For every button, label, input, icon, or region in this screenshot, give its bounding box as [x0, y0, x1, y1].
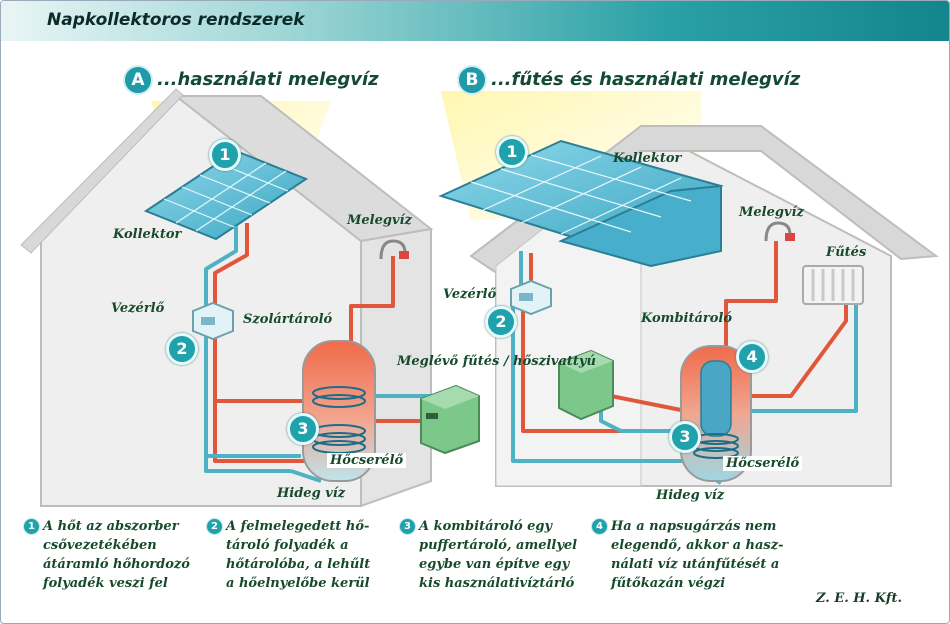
- marker-1-a: 1: [209, 139, 241, 171]
- title-bar: Napkollektoros rendszerek: [1, 1, 949, 41]
- label-cold-water-b: Hideg víz: [656, 488, 725, 503]
- label-controller-b: Vezérlő: [443, 287, 497, 302]
- section-a-title: ...használati melegvíz: [157, 69, 379, 90]
- section-a-badge: A: [123, 65, 153, 95]
- label-heat-exchanger-b: Hőcserélő: [723, 456, 803, 471]
- marker-2-a: 2: [166, 333, 198, 365]
- heater-unit-b: [558, 349, 614, 421]
- label-existing-heating: Meglévő fűtés / hőszivattyú: [397, 354, 596, 369]
- marker-4-b: 4: [736, 341, 768, 373]
- section-b-badge: B: [457, 65, 487, 95]
- faucet-a-icon: [379, 239, 409, 260]
- section-b-title: ...fűtés és használati melegvíz: [491, 69, 801, 90]
- note-1-text: A hőt az abszorber csővezetékében átáram…: [43, 519, 190, 591]
- label-combi-tank: Kombitároló: [641, 311, 733, 326]
- controller-a-icon: [192, 301, 234, 341]
- label-heat-exchanger-a: Hőcserélő: [327, 453, 407, 468]
- marker-3-b: 3: [669, 421, 701, 453]
- label-collector-a: Kollektor: [113, 227, 182, 242]
- section-b-heading: B...fűtés és használati melegvíz: [457, 65, 800, 95]
- marker-3-a: 3: [287, 413, 319, 445]
- faucet-b-icon: [764, 221, 795, 242]
- marker-1-b: 1: [496, 136, 528, 168]
- marker-2-b: 2: [485, 306, 517, 338]
- note-2-text: A felmelegedett hő- tároló folyadék a hő…: [226, 519, 371, 591]
- radiator-icon: [802, 265, 864, 305]
- label-cold-water-a: Hideg víz: [277, 486, 346, 501]
- solar-tank-a: [302, 340, 376, 482]
- section-a-heading: A...használati melegvíz: [123, 65, 379, 95]
- heater-unit-a: [420, 384, 480, 455]
- label-solar-tank: Szolártároló: [243, 312, 333, 327]
- label-collector-b: Kollektor: [613, 151, 682, 166]
- label-hot-water-a: Melegvíz: [347, 213, 412, 228]
- label-controller-a: Vezérlő: [111, 301, 165, 316]
- controller-b-icon: [510, 279, 552, 316]
- note-4-text: Ha a napsugárzás nem elegendő, akkor a h…: [611, 519, 784, 591]
- label-hot-water-b: Melegvíz: [739, 205, 804, 220]
- note-4-badge: 4: [591, 518, 608, 535]
- note-3-badge: 3: [399, 518, 416, 535]
- page-title: Napkollektoros rendszerek: [47, 10, 305, 30]
- note-3-text: A kombitároló egy puffertároló, amellyel…: [419, 519, 578, 591]
- note-2-badge: 2: [206, 518, 223, 535]
- solar-system-diagram: [20, 88, 939, 508]
- company-name: Z. E. H. Kft.: [816, 591, 903, 606]
- note-1-badge: 1: [23, 518, 40, 535]
- label-heating-b: Fűtés: [826, 245, 867, 260]
- combi-tank-b: [680, 345, 752, 482]
